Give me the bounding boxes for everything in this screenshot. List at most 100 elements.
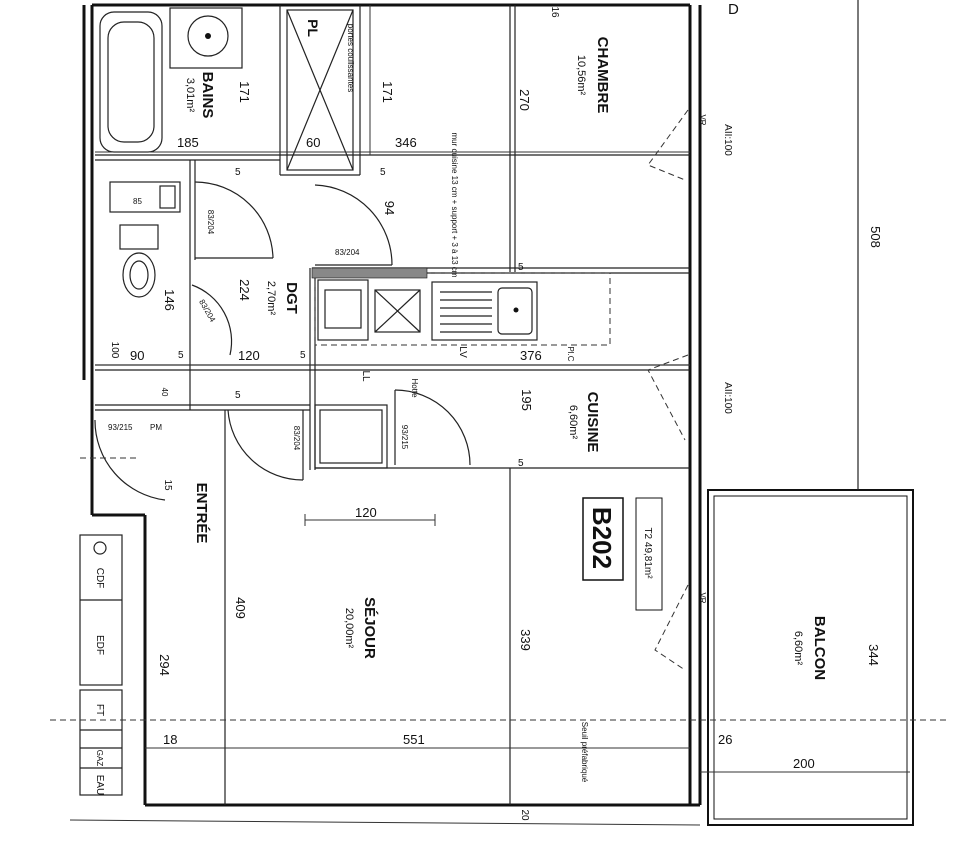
vr-label-1: VR: [698, 114, 707, 125]
svg-text:551: 551: [403, 732, 425, 747]
window-label-kitchen: AII:100: [722, 382, 733, 414]
meter-panels: [79, 534, 123, 796]
pl-shaft: [286, 9, 354, 171]
svg-text:5: 5: [518, 458, 524, 469]
corner-label: D: [728, 1, 739, 18]
room-area-cuisine: 6,60m²: [567, 405, 579, 440]
unit-number: B202: [587, 507, 617, 569]
unit-type: T2 49,81m²: [642, 527, 653, 579]
seuil-note: Seuil préfabriqué: [580, 722, 589, 783]
svg-text:5: 5: [235, 167, 241, 178]
room-name-balcon: BALCON: [811, 616, 828, 680]
door-labels: 83/204 83/204 83/204 83/204 93/215 93/21…: [108, 210, 409, 451]
window-swing-living: [654, 584, 689, 671]
gaine-note: portes coulissantes: [346, 24, 355, 92]
toilet: [119, 224, 159, 298]
unit-label: B202 T2 49,81m²: [582, 497, 663, 611]
svg-text:120: 120: [355, 505, 377, 520]
svg-text:376: 376: [520, 348, 542, 363]
svg-text:171: 171: [237, 81, 252, 103]
fridge: [314, 404, 388, 469]
room-area-sejour: 20,00m²: [343, 608, 355, 649]
door-arc-entry: [227, 409, 304, 481]
meter-ft: FT: [94, 704, 105, 716]
wall-note: mur cuisine 13 cm + support + 3 à 13 cm: [450, 133, 459, 278]
doors: [94, 109, 689, 671]
window-labels: AII:100 AII:100 VR VR: [698, 114, 733, 603]
wc-basin: [109, 181, 181, 213]
svg-text:171: 171: [380, 81, 395, 103]
room-name-sejour: SÉJOUR: [361, 597, 378, 659]
svg-text:18: 18: [163, 732, 177, 747]
room-name-bains: BAINS: [199, 72, 216, 119]
svg-text:346: 346: [395, 135, 417, 150]
svg-text:5: 5: [380, 167, 386, 178]
svg-text:5: 5: [178, 350, 184, 361]
door-arc-wc: [191, 284, 233, 356]
svg-text:409: 409: [233, 597, 248, 619]
room-area-chambre: 10,56m²: [575, 55, 587, 96]
room-name-entree: ENTRÉE: [193, 483, 210, 544]
svg-text:20: 20: [519, 809, 530, 821]
bathtub: [99, 11, 163, 153]
door-label-kitchen: 93/215: [400, 425, 409, 450]
svg-text:146: 146: [162, 289, 177, 311]
pl-label: PL: [305, 19, 321, 37]
meter-labels: CDF EDF FT GAZ EAU: [94, 568, 105, 796]
meter-edf: EDF: [94, 635, 105, 655]
meter-cdf: CDF: [94, 568, 105, 589]
svg-text:200: 200: [793, 756, 815, 771]
svg-text:5: 5: [300, 350, 306, 361]
svg-text:15: 15: [162, 479, 173, 491]
room-name-chambre: CHAMBRE: [594, 37, 611, 114]
door-label-entry: 83/204: [292, 426, 301, 451]
svg-text:185: 185: [177, 135, 199, 150]
dimension-lines: [50, 5, 950, 826]
washing-machine: [317, 279, 369, 341]
svg-text:270: 270: [517, 89, 532, 111]
plaque-label: Pl.C: [566, 346, 575, 361]
svg-text:100: 100: [109, 342, 120, 359]
svg-text:5: 5: [518, 262, 524, 273]
door-label-pm: PM: [150, 423, 162, 432]
door-arc-bath: [194, 181, 274, 259]
room-name-dgt: DGT: [283, 282, 300, 314]
svg-text:40: 40: [160, 388, 169, 397]
lv-label: LV: [457, 346, 468, 358]
hotte-label: Hotte: [410, 378, 419, 398]
dimension-labels: 171 171 270 185 60 346 5 5 5 5 5 5 5 94 …: [109, 6, 883, 821]
room-area-balcon: 6,60m²: [792, 631, 804, 666]
svg-text:294: 294: [157, 654, 172, 676]
svg-text:120: 120: [238, 348, 260, 363]
vr-label-2: VR: [698, 592, 707, 603]
meter-gaz: GAZ: [95, 750, 104, 767]
exterior-walls: [82, 3, 702, 807]
door-label-wc: 83/204: [197, 298, 217, 324]
door-arc-kitchen: [394, 389, 471, 466]
fixture-labels: PL portes coulissantes mur cuisine 13 cm…: [305, 1, 739, 783]
room-labels: CHAMBRE 10,56m² BAINS 3,01m² DGT 2,70m² …: [184, 37, 828, 680]
svg-text:344: 344: [866, 644, 881, 666]
window-label-bedroom: AII:100: [722, 124, 733, 156]
svg-text:224: 224: [237, 279, 252, 301]
door-label-bedroom: 83/204: [335, 248, 360, 257]
svg-text:195: 195: [519, 389, 534, 411]
svg-text:85: 85: [133, 197, 142, 206]
ll-label: LL: [360, 370, 371, 382]
kitchen-wall-hatch: [311, 267, 428, 279]
svg-text:94: 94: [382, 201, 397, 215]
svg-text:90: 90: [130, 348, 144, 363]
room-area-bains: 3,01m²: [184, 78, 196, 113]
door-label-bath: 83/204: [206, 210, 215, 235]
svg-text:339: 339: [518, 629, 533, 651]
svg-text:60: 60: [306, 135, 320, 150]
meter-eau: EAU: [94, 775, 105, 796]
svg-text:5: 5: [235, 390, 241, 401]
kitchen-sink: [431, 281, 538, 341]
door-label-main: 93/215: [108, 423, 133, 432]
room-area-dgt: 2,70m²: [265, 281, 277, 316]
svg-text:26: 26: [718, 732, 732, 747]
door-arc-main: [94, 419, 166, 501]
window-swing-kitchen: [647, 354, 689, 441]
